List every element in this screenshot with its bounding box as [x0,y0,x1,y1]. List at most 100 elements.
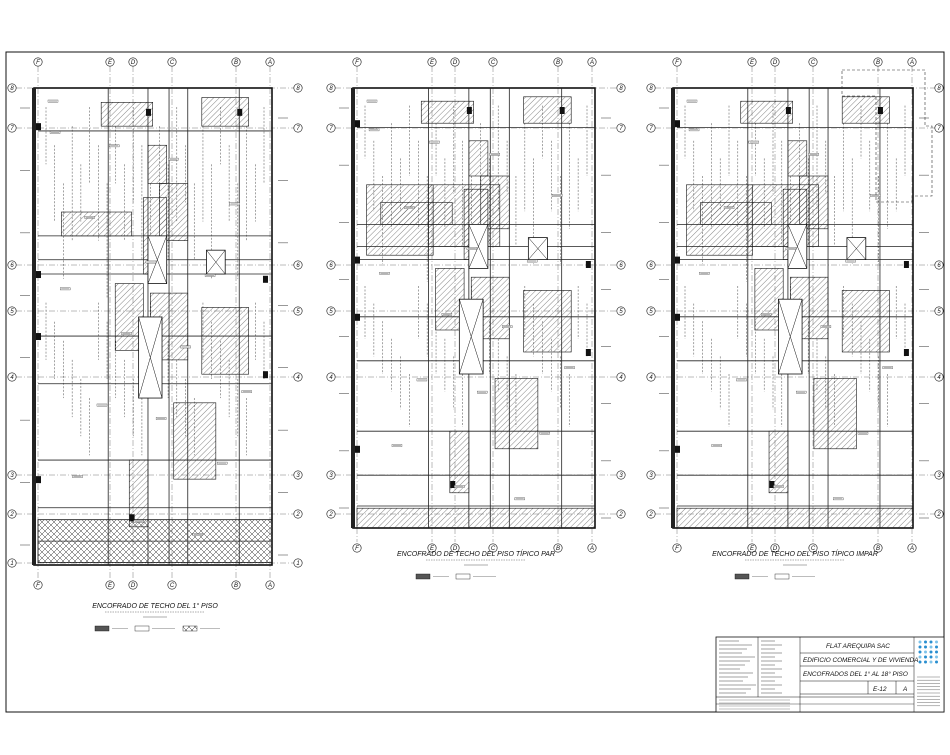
axis-bubble-left: 1 [7,558,17,568]
axis-label: 2 [936,512,941,518]
axis-label: D [773,546,778,552]
sheet-title: ENCOFRADOS DEL 1° AL 18° PISO [803,670,908,678]
left-wall [351,88,355,528]
plan-legend [415,573,496,580]
axis-bubble-left: 6 [7,260,17,270]
axis-label: F [675,546,679,552]
axis-label: 4 [329,375,333,381]
axis-bubble-left: 4 [326,372,336,382]
axis-bubble-bottom: B [231,580,241,590]
axis-label: 8 [649,86,653,92]
axis-bubble-top: D [128,57,138,67]
axis-label: C [491,60,496,66]
axis-bubble-top: C [167,57,177,67]
axis-label: 8 [329,86,333,92]
axis-label: F [355,546,359,552]
axis-bubble-right: 5 [934,306,944,316]
axis-label: C [170,60,175,66]
column [903,349,909,356]
axis-bubble-bottom: F [672,543,682,553]
axis-label: 5 [619,309,623,315]
column [559,107,565,114]
axis-bubble-bottom: E [105,580,115,590]
axis-bubble-bottom: C [167,580,177,590]
axis-bubble-top: C [488,57,498,67]
axis-label: 5 [937,309,941,315]
axis-label: A [267,583,272,589]
axis-bubble-right: 6 [293,260,303,270]
axis-bubble-right: 2 [934,509,944,519]
column [877,107,883,114]
axis-bubble-right: 8 [616,83,626,93]
axis-label: 7 [10,126,14,132]
axis-label: E [750,546,755,552]
axis-label: F [355,60,359,66]
column [355,256,360,264]
sheet-border [5,51,945,713]
hatched-slab [523,290,572,353]
plan-legend [734,573,815,580]
hatched-slab [100,102,153,127]
axis-bubble-left: 2 [7,509,17,519]
column [903,261,909,268]
axis-bubble-bottom: A [587,543,597,553]
axis-label: 1 [10,561,13,567]
axis-label: 5 [649,309,653,315]
axis-label: 5 [296,309,300,315]
axis-label: 2 [648,512,653,518]
axis-bubble-left: 3 [646,470,656,480]
axis-bubble-bottom: D [450,543,460,553]
axis-label: 3 [619,473,623,479]
axis-bubble-bottom: F [352,543,362,553]
axis-label: 6 [296,263,300,269]
axis-bubble-right: 2 [616,509,626,519]
axis-bubble-left: 4 [7,372,17,382]
hatched-slab [428,184,501,247]
axis-label: A [267,60,272,66]
axis-label: 4 [296,375,300,381]
axis-bubble-top: E [427,57,437,67]
axis-label: E [430,60,435,66]
left-wall [671,88,675,528]
axis-label: D [131,60,136,66]
axis-label: 7 [649,126,653,132]
axis-bubble-left: 7 [7,123,17,133]
plan-title: ENCOFRADO DE TECHO DEL PISO TÍPICO PAR [397,549,555,558]
column [355,120,360,128]
axis-label: A [909,546,914,552]
column [585,261,591,268]
axis-label: E [430,546,435,552]
axis-bubble-right: 7 [934,123,944,133]
hatched-slab [468,140,489,177]
hatched-slab [494,378,539,450]
column [675,256,680,264]
axis-label: 8 [937,86,941,92]
axis-label: 7 [619,126,623,132]
hatched-slab [841,290,890,353]
axis-label: 4 [10,375,14,381]
axis-bubble-top: F [352,57,362,67]
edge-slab [356,507,596,529]
axis-bubble-bottom: A [265,580,275,590]
axis-label: F [36,60,40,66]
axis-label: 6 [649,263,653,269]
plan-title: ENCOFRADO DE TECHO DEL 1° PISO [92,602,218,610]
hatched-slab [366,184,434,256]
axis-bubble-right: 6 [934,260,944,270]
axis-bubble-top: E [105,57,115,67]
hatched-slab [159,183,189,241]
column [237,108,243,116]
axis-bubble-top: F [672,57,682,67]
axis-label: 8 [296,86,300,92]
axis-label: A [589,60,594,66]
axis-label: 2 [295,512,300,518]
column [675,445,680,453]
column [145,108,151,116]
axis-bubble-right: 3 [293,470,303,480]
axis-bubble-top: B [553,57,563,67]
column [129,514,135,522]
axis-label: B [876,60,880,66]
hatched-slab [787,140,808,177]
